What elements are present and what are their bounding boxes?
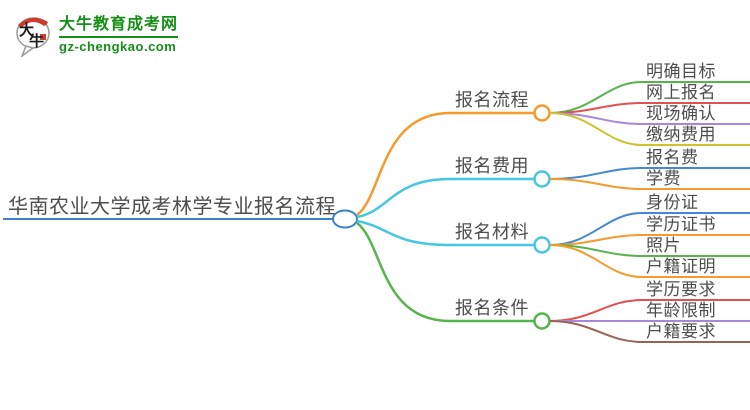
logo-divider — [59, 36, 179, 38]
leaf-link — [549, 178, 750, 190]
logo-icon-char2: 牛 — [29, 32, 44, 50]
leaf-label: 学历证书 — [646, 215, 716, 234]
branch-circle — [533, 170, 551, 188]
leaf-link — [549, 112, 750, 146]
branch-label: 报名材料 — [455, 222, 529, 242]
branch-label: 报名条件 — [455, 298, 529, 318]
logo-seal — [40, 34, 46, 40]
leaf-label: 明确目标 — [646, 62, 716, 81]
branch-circle — [533, 236, 551, 254]
branch-circle — [533, 104, 551, 122]
logo-title: 大牛教育成考网 — [59, 16, 179, 33]
root-label: 华南农业大学成考林学专业报名流程 — [8, 195, 336, 218]
logo-bubble-icon: 大 牛 — [16, 17, 50, 57]
branch-signup-materials: 报名材料 身份证 学历证书 照片 户籍证明 — [356, 193, 750, 278]
branch-label: 报名流程 — [455, 90, 529, 110]
leaf-label: 报名费 — [646, 148, 699, 167]
leaf-label: 年龄限制 — [646, 301, 716, 320]
leaf-label: 户籍证明 — [646, 257, 716, 276]
branch-link — [356, 219, 534, 247]
branch-circle — [533, 312, 551, 330]
leaf-label: 学费 — [646, 169, 681, 188]
logo-icon-char1: 大 — [19, 21, 34, 39]
leaf-label: 网上报名 — [646, 83, 716, 102]
root-circle — [332, 209, 358, 229]
leaf-link — [549, 320, 750, 343]
root-node: 华南农业大学成考林学专业报名流程 — [3, 195, 358, 229]
branch-signup-process: 报名流程 明确目标 网上报名 现场确认 缴纳费用 — [356, 62, 750, 217]
branch-signup-requirements: 报名条件 学历要求 年龄限制 户籍要求 — [356, 221, 750, 343]
branch-link — [356, 111, 534, 217]
branch-link — [356, 177, 534, 219]
leaf-label: 缴纳费用 — [646, 125, 716, 144]
logo-red-cap — [18, 17, 48, 28]
branch-label: 报名费用 — [455, 156, 529, 176]
leaf-label: 现场确认 — [646, 104, 716, 123]
logo-subtitle: gz-chengkao.com — [59, 39, 177, 54]
leaf-label: 照片 — [646, 236, 681, 255]
logo: 大 牛 大牛教育成考网 gz-chengkao.com — [14, 11, 179, 57]
branch-signup-fees: 报名费用 报名费 学费 — [356, 148, 750, 219]
leaf-label: 户籍要求 — [646, 322, 716, 341]
leaf-label: 身份证 — [646, 193, 699, 212]
leaf-link — [549, 244, 750, 278]
leaf-label: 学历要求 — [646, 280, 716, 299]
branch-link — [356, 221, 534, 323]
